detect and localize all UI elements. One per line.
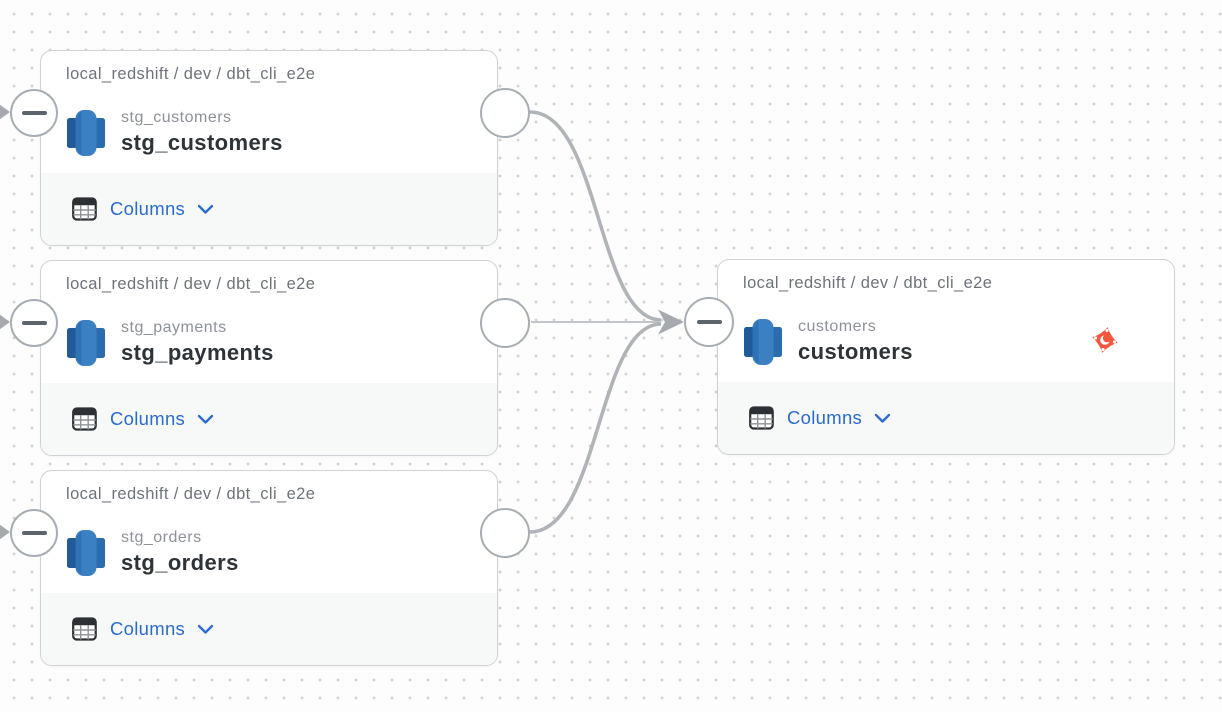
node-header: stg_orders stg_orders (67, 529, 473, 576)
chevron-down-icon (197, 414, 214, 424)
node-subtitle: stg_orders (121, 529, 202, 546)
chevron-down-icon (197, 624, 214, 634)
columns-toggle[interactable]: Columns (72, 407, 214, 431)
collapse-upstream-button[interactable] (10, 89, 58, 137)
minus-icon (21, 530, 47, 536)
node-title: stg_payments (121, 340, 274, 365)
node-title: stg_orders (121, 550, 239, 575)
node-footer: Columns (41, 173, 497, 245)
redshift-icon (67, 319, 105, 366)
dbt-icon (1091, 326, 1119, 354)
columns-label: Columns (787, 407, 863, 428)
output-port[interactable] (480, 508, 530, 558)
breadcrumb: local_redshift / dev / dbt_cli_e2e (66, 485, 316, 503)
arrowhead-icon (0, 314, 10, 330)
redshift-icon (67, 529, 105, 576)
collapse-upstream-button[interactable] (10, 509, 58, 557)
node-subtitle: stg_customers (121, 109, 232, 126)
node-names: stg_orders stg_orders (121, 529, 239, 576)
arrowhead-icon (658, 309, 684, 335)
table-icon (72, 407, 97, 431)
redshift-icon (67, 109, 105, 156)
lineage-node-stg-customers[interactable]: local_redshift / dev / dbt_cli_e2e stg_c… (10, 50, 530, 246)
columns-toggle[interactable]: Columns (72, 197, 214, 221)
node-subtitle: customers (798, 318, 877, 335)
table-icon (72, 197, 97, 221)
breadcrumb: local_redshift / dev / dbt_cli_e2e (743, 274, 993, 292)
chevron-down-icon (197, 204, 214, 214)
node-header: stg_customers stg_customers (67, 109, 473, 156)
node-names: stg_customers stg_customers (121, 109, 283, 156)
table-icon (749, 406, 774, 430)
node-footer: Columns (41, 593, 497, 665)
node-header: customers customers (744, 318, 1150, 365)
lineage-node-customers[interactable]: local_redshift / dev / dbt_cli_e2e custo… (684, 259, 1175, 455)
node-title: customers (798, 339, 913, 364)
node-title: stg_customers (121, 130, 283, 155)
arrowhead-icon (0, 524, 10, 540)
breadcrumb: local_redshift / dev / dbt_cli_e2e (66, 275, 316, 293)
columns-label: Columns (110, 198, 186, 219)
redshift-icon (744, 318, 782, 365)
node-footer: Columns (718, 382, 1174, 454)
arrowhead-icon (0, 104, 10, 120)
edge-stg-customers-to-customers (529, 110, 662, 322)
edge-stg-orders-to-customers (529, 322, 662, 534)
minus-icon (21, 110, 47, 116)
node-names: customers customers (798, 318, 913, 365)
columns-toggle[interactable]: Columns (72, 617, 214, 641)
collapse-upstream-button[interactable] (10, 299, 58, 347)
columns-toggle[interactable]: Columns (749, 406, 891, 430)
node-header: stg_payments stg_payments (67, 319, 473, 366)
minus-icon (21, 320, 47, 326)
chevron-down-icon (874, 413, 891, 423)
columns-label: Columns (110, 408, 186, 429)
lineage-node-stg-payments[interactable]: local_redshift / dev / dbt_cli_e2e stg_p… (10, 260, 530, 456)
node-footer: Columns (41, 383, 497, 455)
lineage-node-stg-orders[interactable]: local_redshift / dev / dbt_cli_e2e stg_o… (10, 470, 530, 666)
node-subtitle: stg_payments (121, 319, 227, 336)
node-names: stg_payments stg_payments (121, 319, 274, 366)
minus-icon (696, 319, 722, 325)
columns-label: Columns (110, 618, 186, 639)
breadcrumb: local_redshift / dev / dbt_cli_e2e (66, 65, 316, 83)
collapse-upstream-button[interactable] (684, 297, 734, 347)
output-port[interactable] (480, 298, 530, 348)
output-port[interactable] (480, 88, 530, 138)
table-icon (72, 617, 97, 641)
